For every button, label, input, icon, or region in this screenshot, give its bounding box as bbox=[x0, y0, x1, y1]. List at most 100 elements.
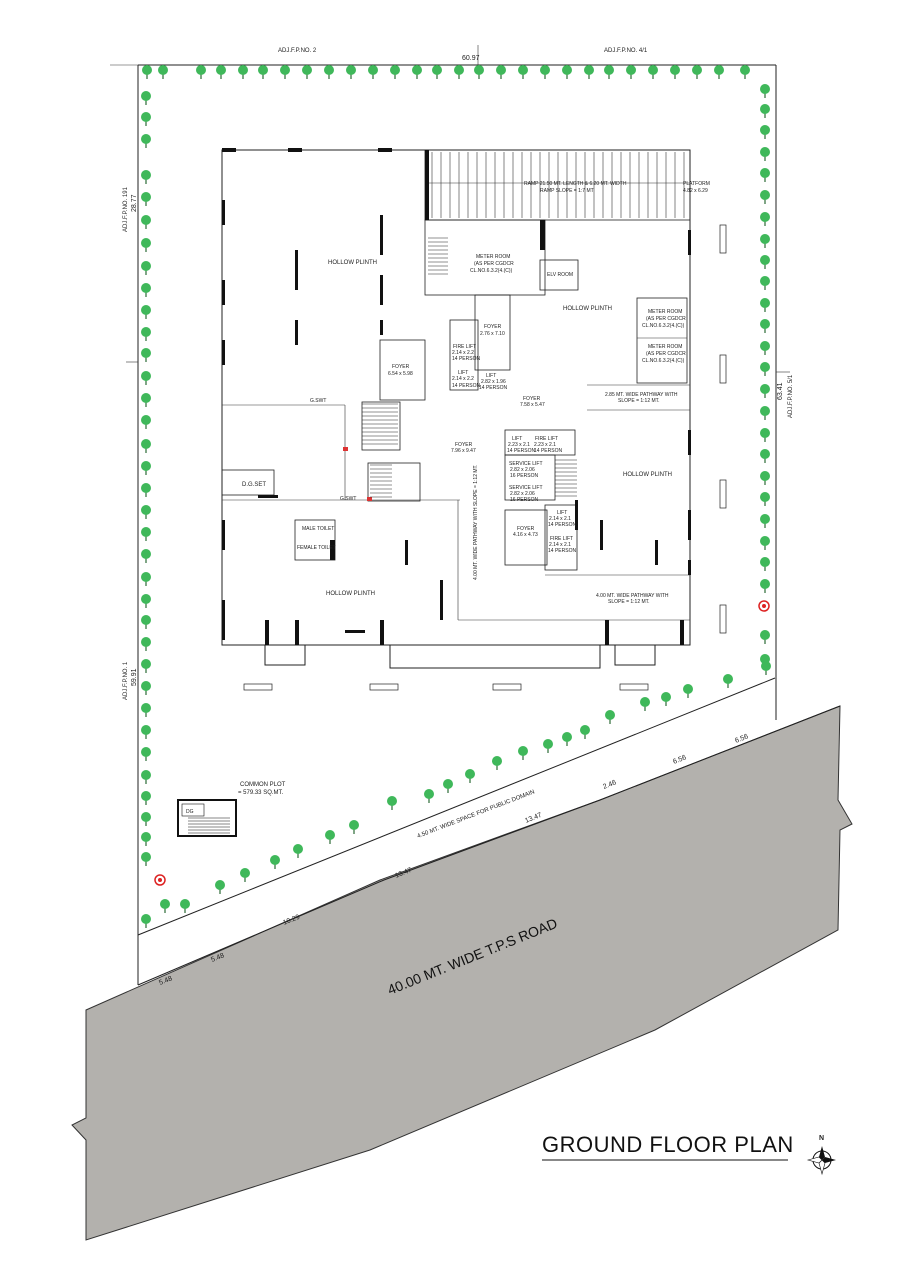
dimension-left-lower: 59.91 bbox=[131, 668, 138, 686]
pathway-slope: SLOPE = 1:12 MT. bbox=[608, 599, 650, 605]
room-labels: HOLLOW PLINTH RAMP 21.50 MT. LENGTH & 6.… bbox=[238, 181, 710, 796]
tree-icon bbox=[141, 549, 151, 563]
lift-label: LIFT bbox=[458, 370, 468, 376]
meter-room-note: (AS PER CGDCR bbox=[646, 351, 686, 357]
tree-icon bbox=[141, 348, 151, 362]
service-lift-label: SERVICE LIFT bbox=[509, 485, 543, 491]
hollow-plinth-label: HOLLOW PLINTH bbox=[623, 472, 672, 478]
tree-icon bbox=[760, 319, 770, 333]
plot-boundary bbox=[110, 45, 841, 986]
road-dimension: 5.48 bbox=[210, 952, 225, 964]
tree-icon bbox=[349, 820, 359, 834]
north-arrow-icon: N bbox=[806, 1135, 836, 1176]
tree-icon bbox=[141, 681, 151, 695]
tree-icon bbox=[141, 327, 151, 341]
tree-icon bbox=[141, 415, 151, 429]
tree-icon bbox=[760, 579, 770, 593]
service-lift-size: 2.82 x 2.06 bbox=[510, 467, 535, 473]
tree-icon bbox=[325, 830, 335, 844]
tree-icon bbox=[158, 65, 168, 79]
tree-icon bbox=[760, 104, 770, 118]
tree-icon bbox=[141, 112, 151, 126]
lift-size: 2.82 x 1.96 bbox=[481, 379, 506, 385]
male-toilet-label: MALE TOILET bbox=[302, 526, 334, 532]
tree-icon bbox=[760, 341, 770, 355]
adj-plot-left-lower-label: ADJ.F.P.NO. 1 bbox=[123, 661, 129, 700]
tree-icon bbox=[141, 170, 151, 184]
tree-icon bbox=[562, 732, 572, 746]
tree-icon bbox=[761, 661, 771, 675]
tree-icon bbox=[387, 796, 397, 810]
foyer-size: 2.76 x 7.10 bbox=[480, 331, 505, 337]
tree-icon bbox=[141, 914, 151, 928]
road-dimension: 6.56 bbox=[672, 754, 687, 766]
fire-lift-label: FIRE LIFT bbox=[550, 536, 573, 542]
foyer-size: 4.16 x 4.73 bbox=[513, 532, 538, 538]
tree-icon bbox=[270, 855, 280, 869]
tree-icon bbox=[368, 65, 378, 79]
tree-icon bbox=[196, 65, 206, 79]
tree-icon bbox=[465, 769, 475, 783]
meter-room-label: METER ROOM bbox=[476, 254, 510, 260]
tree-icon bbox=[324, 65, 334, 79]
tree-icon bbox=[626, 65, 636, 79]
lift-capacity: 14 PERSON bbox=[479, 385, 507, 391]
fire-lift-size: 2.23 x 2.1 bbox=[534, 442, 556, 448]
structural-columns bbox=[222, 148, 691, 645]
tree-icon bbox=[141, 283, 151, 297]
tree-icon bbox=[740, 65, 750, 79]
tree-icon bbox=[141, 461, 151, 475]
tree-icon bbox=[540, 65, 550, 79]
tree-icon bbox=[141, 134, 151, 148]
tree-icon bbox=[141, 192, 151, 206]
tree-icon bbox=[760, 514, 770, 528]
tree-icon bbox=[723, 674, 733, 688]
tree-icon bbox=[142, 65, 152, 79]
tree-icon bbox=[760, 449, 770, 463]
tree-icon bbox=[141, 615, 151, 629]
tree-icon bbox=[141, 747, 151, 761]
tree-icon bbox=[258, 65, 268, 79]
meter-room-note: (AS PER CGDCR bbox=[474, 261, 514, 267]
meter-room-clause: CL.NO.6.3.2(4.(C)) bbox=[642, 358, 685, 364]
tree-icon bbox=[141, 305, 151, 319]
tree-icon bbox=[760, 557, 770, 571]
north-label: N bbox=[819, 1135, 824, 1142]
tree-icon bbox=[640, 697, 650, 711]
tree-icon bbox=[580, 725, 590, 739]
lift-capacity: 14 PERSON bbox=[507, 448, 535, 454]
tree-icon bbox=[692, 65, 702, 79]
tree-icon bbox=[141, 703, 151, 717]
service-lift-size: 2.82 x 2.06 bbox=[510, 491, 535, 497]
tree-icon bbox=[496, 65, 506, 79]
fire-lift-label: FIRE LIFT bbox=[535, 436, 558, 442]
tree-icon bbox=[141, 527, 151, 541]
tree-icon bbox=[216, 65, 226, 79]
road-dimension: 5.48 bbox=[158, 975, 173, 987]
tree-icon bbox=[141, 371, 151, 385]
tree-icon bbox=[141, 238, 151, 252]
adj-plot-top-right-label: ADJ.F.P.NO. 4/1 bbox=[604, 48, 648, 54]
road-dimension: 6.56 bbox=[734, 733, 749, 745]
tree-icon bbox=[605, 710, 615, 724]
tree-icon bbox=[760, 536, 770, 550]
lift-label: LIFT bbox=[557, 510, 567, 516]
adj-plot-left-upper-label: ADJ.F.P.NO. 191 bbox=[123, 186, 129, 232]
plan-title: GROUND FLOOR PLAN bbox=[542, 1132, 794, 1157]
tree-icon bbox=[492, 756, 502, 770]
ramp-slope-label: RAMP SLOPE = 1:7 MT bbox=[540, 188, 594, 194]
foyer-label: FOYER bbox=[484, 324, 502, 330]
service-lift-label: SERVICE LIFT bbox=[509, 461, 543, 467]
parking-symbols bbox=[243, 224, 727, 691]
tree-icon bbox=[141, 832, 151, 846]
tree-icon bbox=[141, 91, 151, 105]
tree-icon bbox=[443, 779, 453, 793]
tree-icon bbox=[760, 298, 770, 312]
tree-icon bbox=[760, 255, 770, 269]
foyer-label: FOYER bbox=[517, 526, 535, 532]
meter-room-note: (AS PER CGDCR bbox=[646, 316, 686, 322]
tree-icon bbox=[760, 234, 770, 248]
tree-icon bbox=[141, 215, 151, 229]
tree-icon bbox=[760, 84, 770, 98]
hollow-plinth-label: HOLLOW PLINTH bbox=[326, 591, 375, 597]
